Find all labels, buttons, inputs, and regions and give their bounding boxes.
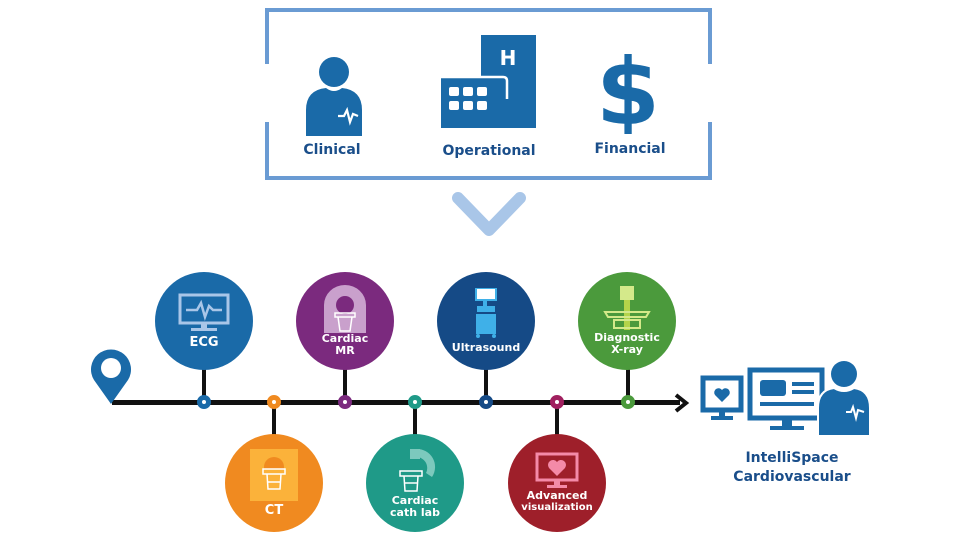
frame-bottom-border xyxy=(265,176,712,180)
timeline-dot-mr xyxy=(338,395,352,409)
frame-top-border xyxy=(265,8,712,12)
timeline-dot-ecg xyxy=(197,395,211,409)
frame-left-border-bottom xyxy=(265,122,269,180)
xray-machine-icon xyxy=(603,286,651,330)
stem-us xyxy=(484,368,488,402)
category-financial-label: Financial xyxy=(594,141,666,157)
node-ct-label: CT xyxy=(264,503,284,518)
frame-right-border-bottom xyxy=(708,122,712,180)
node-cardiac-mr-label-1: Cardiac xyxy=(321,332,369,345)
node-cardiac-cath-lab-label-2: cath lab xyxy=(390,506,440,519)
svg-text:$: $ xyxy=(598,48,658,134)
heart-monitor-icon xyxy=(535,452,579,488)
stem-ct xyxy=(272,405,276,435)
node-ct: CT xyxy=(225,434,323,532)
node-diagnostic-xray: Diagnostic X-ray xyxy=(578,272,676,370)
dollar-icon: $ xyxy=(596,39,660,146)
node-advanced-visualization-label-1: Advanced xyxy=(526,489,588,502)
hospital-icon: H xyxy=(441,35,537,135)
node-cardiac-mr: Cardiac MR xyxy=(296,272,394,370)
timeline-dot-ct xyxy=(267,395,281,409)
node-ecg: ECG xyxy=(155,272,253,370)
stem-ecg xyxy=(202,368,206,402)
timeline-dot-cath xyxy=(408,395,422,409)
clinician-icon xyxy=(304,54,364,142)
timeline-line xyxy=(112,400,680,405)
frame-right-border-top xyxy=(708,8,712,64)
destination-label-line1: IntelliSpace xyxy=(745,450,839,466)
stem-cath xyxy=(413,405,417,435)
node-advanced-visualization-label-2: visualization xyxy=(521,502,593,513)
category-operational-label: Operational xyxy=(442,143,536,159)
workstation-clinician-icon xyxy=(700,358,871,444)
stem-adv xyxy=(555,405,559,435)
timeline-dot-us xyxy=(479,395,493,409)
frame-left-border-top xyxy=(265,8,269,64)
node-diagnostic-xray-label-2: X-ray xyxy=(611,343,643,356)
ultrasound-machine-icon xyxy=(475,288,497,338)
node-diagnostic-xray-label-1: Diagnostic xyxy=(594,331,660,344)
svg-text:H: H xyxy=(500,46,517,70)
node-ultrasound: Ultrasound xyxy=(437,272,535,370)
destination-label-line2: Cardiovascular xyxy=(733,469,851,485)
node-advanced-visualization: Advanced visualization xyxy=(508,434,606,532)
mri-scanner-icon xyxy=(324,285,366,333)
ecg-monitor-icon xyxy=(178,293,230,331)
node-ultrasound-label: Ultrasound xyxy=(451,341,521,354)
location-pin-icon xyxy=(88,346,134,410)
arrow-right-icon xyxy=(672,392,692,418)
timeline-dot-xray xyxy=(621,395,635,409)
chevron-down-icon xyxy=(450,190,528,244)
node-cardiac-mr-label-2: MR xyxy=(335,344,355,357)
node-cardiac-cath-lab: Cardiac cath lab xyxy=(366,434,464,532)
stem-mr xyxy=(343,368,347,402)
stem-xray xyxy=(626,368,630,402)
category-clinical-label: Clinical xyxy=(303,142,361,158)
node-ecg-label: ECG xyxy=(189,335,219,350)
ct-scanner-icon xyxy=(250,449,298,501)
cath-lab-icon xyxy=(399,448,436,492)
timeline-dot-adv xyxy=(550,395,564,409)
node-cardiac-cath-lab-label-1: Cardiac xyxy=(391,494,439,507)
